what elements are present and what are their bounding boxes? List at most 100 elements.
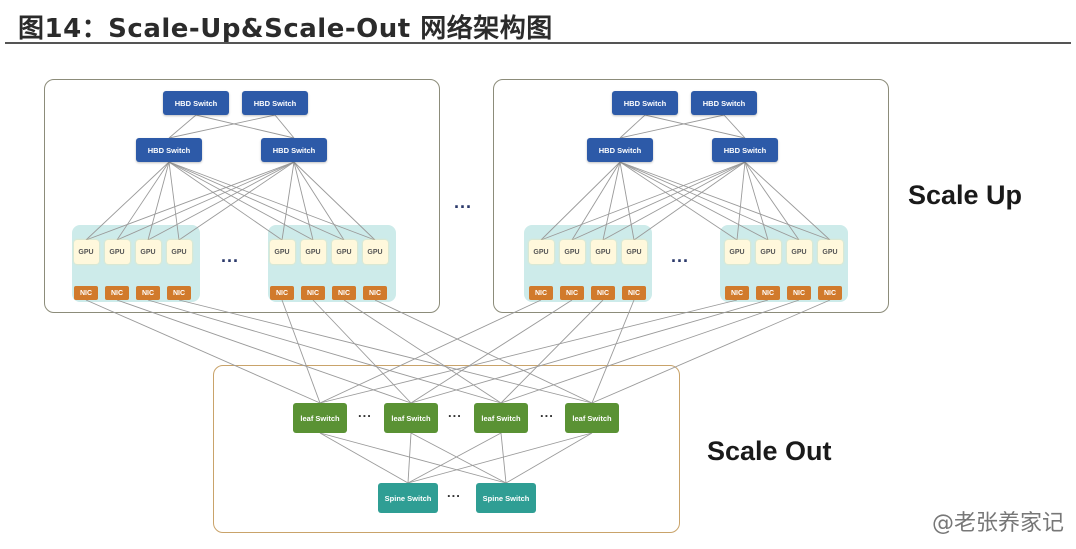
link-line	[540, 161, 621, 241]
gpu-node: GPU	[73, 240, 99, 264]
gpu-node: GPU	[621, 240, 647, 264]
link-line	[591, 299, 635, 404]
link-line	[571, 161, 621, 241]
link-line	[571, 161, 746, 241]
nic-node: NIC	[167, 286, 191, 300]
link-line	[744, 161, 831, 241]
link-line	[319, 432, 507, 484]
hbd-switch: HBD Switch	[691, 91, 757, 115]
ellipsis: ...	[447, 485, 461, 500]
link-line	[281, 161, 295, 241]
link-line	[500, 432, 507, 484]
hbd-switch: HBD Switch	[612, 91, 678, 115]
ellipsis: ...	[448, 405, 462, 420]
nic-node: NIC	[529, 286, 553, 300]
gpu-node: GPU	[331, 240, 357, 264]
link-line	[744, 161, 769, 241]
link-line	[281, 299, 321, 404]
link-line	[410, 299, 769, 404]
nic-node: NIC	[136, 286, 160, 300]
link-line	[374, 299, 593, 404]
nic-node: NIC	[270, 286, 294, 300]
watermark-text: @老张养家记	[931, 511, 1064, 536]
link-line	[85, 299, 321, 404]
link-line	[410, 432, 507, 484]
link-line	[85, 161, 170, 241]
link-line	[619, 161, 769, 241]
nic-node: NIC	[560, 286, 584, 300]
link-line	[293, 161, 376, 241]
nic-node: NIC	[591, 286, 615, 300]
link-line	[116, 299, 412, 404]
nic-node: NIC	[818, 286, 842, 300]
nic-node: NIC	[756, 286, 780, 300]
gpu-node: GPU	[269, 240, 295, 264]
link-line	[168, 161, 376, 241]
ellipsis: ...	[540, 405, 554, 420]
link-line	[147, 161, 170, 241]
leaf-switch: leaf Switch	[565, 403, 619, 433]
link-line	[619, 114, 646, 139]
link-line	[274, 114, 295, 139]
ellipsis: ...	[221, 246, 240, 266]
leaf-switch: leaf Switch	[384, 403, 438, 433]
link-line	[319, 299, 738, 404]
link-line	[602, 161, 621, 241]
gpu-node: GPU	[300, 240, 326, 264]
nic-node: NIC	[363, 286, 387, 300]
link-line	[293, 161, 345, 241]
hbd-switch: HBD Switch	[136, 138, 202, 162]
link-line	[168, 114, 197, 139]
link-line	[540, 161, 746, 241]
hbd-switch: HBD Switch	[712, 138, 778, 162]
link-line	[293, 161, 314, 241]
nic-node: NIC	[622, 286, 646, 300]
gpu-node: GPU	[528, 240, 554, 264]
ellipsis: ...	[358, 405, 372, 420]
nic-node: NIC	[105, 286, 129, 300]
nic-node: NIC	[332, 286, 356, 300]
leaf-switch: leaf Switch	[474, 403, 528, 433]
gpu-node: GPU	[590, 240, 616, 264]
gpu-node: GPU	[724, 240, 750, 264]
nic-node: NIC	[301, 286, 325, 300]
link-line	[407, 432, 593, 484]
link-line	[619, 114, 725, 139]
link-line	[410, 299, 573, 404]
link-line	[591, 299, 831, 404]
link-line	[500, 299, 604, 404]
link-line	[602, 161, 746, 241]
title-divider	[5, 42, 1071, 44]
link-line	[633, 161, 746, 241]
figure-title: 图14：Scale-Up&Scale-Out 网络架构图	[18, 14, 553, 44]
link-line	[736, 161, 746, 241]
link-line	[723, 114, 746, 139]
link-line	[168, 161, 345, 241]
link-line	[619, 161, 738, 241]
link-line	[319, 432, 409, 484]
link-line	[319, 299, 542, 404]
link-line	[619, 161, 635, 241]
gpu-node: GPU	[166, 240, 192, 264]
link-line	[407, 432, 412, 484]
spine-switch: Spine Switch	[476, 483, 536, 513]
link-line	[116, 161, 170, 241]
link-line	[744, 161, 800, 241]
hbd-switch: HBD Switch	[587, 138, 653, 162]
link-line	[168, 114, 276, 139]
link-line	[178, 161, 295, 241]
link-line	[168, 161, 314, 241]
link-line	[147, 299, 502, 404]
link-line	[343, 299, 502, 404]
scale-up-label: Scale Up	[908, 180, 1023, 210]
gpu-node: GPU	[559, 240, 585, 264]
spine-switch: Spine Switch	[378, 483, 438, 513]
link-line	[619, 161, 831, 241]
link-line	[178, 299, 593, 404]
gpu-node: GPU	[362, 240, 388, 264]
hbd-switch: HBD Switch	[261, 138, 327, 162]
ellipsis: ...	[454, 192, 473, 212]
link-line	[147, 161, 295, 241]
nic-node: NIC	[725, 286, 749, 300]
